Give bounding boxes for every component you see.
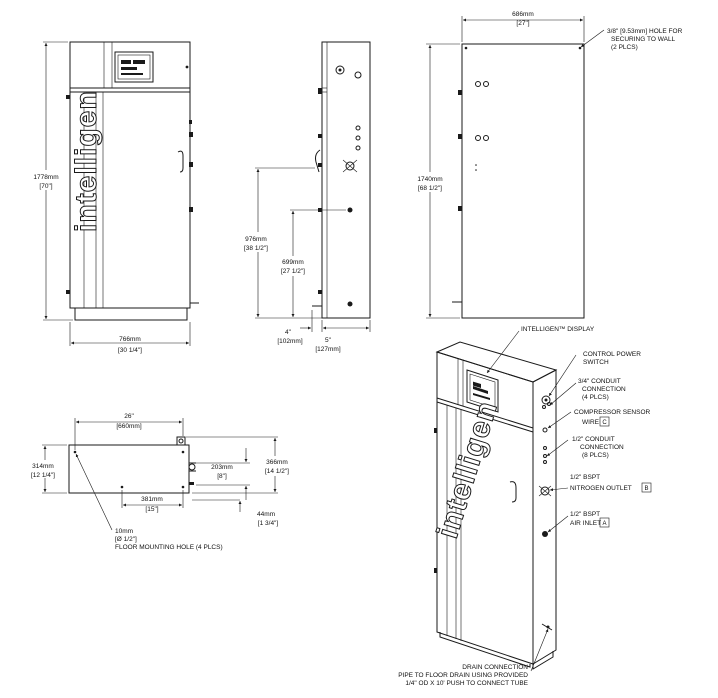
front-width-mm: 766mm	[119, 336, 141, 343]
top-width-mm: [660mm]	[116, 423, 141, 430]
iso-display	[466, 369, 499, 413]
front-cabinet-base	[74, 307, 188, 321]
back-width-mm: 686mm	[512, 11, 534, 18]
side-976-mm: 976mm	[245, 236, 267, 243]
side-depth2-in: 5"	[325, 337, 332, 344]
back-view: 686mm [27"] 1740mm [68 1/2"] 3/8" [9.53m…	[412, 11, 683, 319]
callout-conduit34-3: (4 PLCS)	[582, 394, 609, 401]
back-hole-note-1: 3/8" [9.53mm] HOLE FOR	[607, 28, 683, 35]
iso-view: intelligen INTELLIGEN™ DISPLAY CONTROL P	[398, 326, 652, 687]
tag-a-box	[599, 517, 610, 528]
iso-air-inlet	[542, 531, 548, 537]
callout-sensor-1: COMPRESSOR SENSOR	[574, 409, 651, 416]
tag-c-box	[599, 416, 610, 427]
side-depth1-mm: [102mm]	[277, 338, 302, 345]
callout-drain-1: DRAIN CONNECTION	[462, 664, 528, 671]
front-logo: intelligen	[70, 90, 103, 232]
iso-side-face	[532, 369, 557, 665]
back-height-mm: 1740mm	[417, 176, 442, 183]
top-366-in: [14 1/2"]	[265, 468, 289, 475]
back-height-in: [68 1/2"]	[418, 185, 442, 192]
top-366-mm: 366mm	[266, 459, 288, 466]
top-fitting	[188, 463, 196, 471]
side-699-mm: 699mm	[282, 259, 304, 266]
top-width-in: 26"	[124, 413, 134, 420]
callout-nitrogen-2: NITROGEN OUTLET	[570, 485, 632, 492]
top-203-mm: 203mm	[211, 464, 233, 471]
top-44-mm: 44mm	[257, 511, 275, 518]
side-view: 976mm [38 1/2"] 699mm [27 1/2"] 4" [102m…	[238, 41, 371, 353]
front-view: intelligen 1778mm [70"] 766mm [30 1/4"]	[30, 41, 199, 354]
iso-logo: intelligen	[431, 397, 504, 542]
iso-nitrogen-outlet	[540, 486, 550, 496]
top-hole-in: [Ø 1/2"]	[115, 536, 137, 543]
front-height-in: [70"]	[39, 183, 52, 190]
front-handle	[177, 150, 184, 173]
side-976-in: [38 1/2"]	[244, 245, 268, 252]
top-381-in: [15"]	[145, 506, 158, 513]
side-cabinet-outline	[321, 41, 371, 319]
back-cabinet-outline	[461, 43, 585, 319]
top-cabinet-outline	[68, 444, 190, 494]
back-width-in: [27"]	[516, 20, 529, 27]
callout-conduit12-1: 1/2" CONDUIT	[572, 436, 615, 443]
back-wall-hole-left	[464, 46, 468, 50]
tag-c: C	[602, 420, 607, 426]
top-203-in: [8"]	[217, 473, 227, 480]
callout-air-2: AIR INLET	[570, 520, 601, 527]
front-width-in: [30 1/4"]	[118, 347, 142, 354]
side-depth2-mm: [127mm]	[315, 346, 340, 353]
callout-drain-3: 1/4" OD X 10' PUSH TO CONNECT TUBE	[405, 680, 528, 687]
side-699-in: [27 1/2"]	[281, 268, 305, 275]
back-wall-hole-right	[578, 46, 582, 50]
iso-power-switch	[541, 395, 551, 405]
front-height-mm: 1778mm	[33, 174, 58, 181]
iso-sensor-wire	[542, 427, 548, 433]
callout-power-2: SWITCH	[583, 359, 609, 366]
top-view: 26" [660mm] 314mm [12 1/4"] 203mm [8"] 3…	[28, 413, 296, 551]
callout-nitrogen-1: 1/2" BSPT	[570, 474, 600, 481]
iso-handle	[509, 481, 517, 503]
top-depth-mm: 314mm	[32, 463, 54, 470]
callout-display: INTELLIGEN™ DISPLAY	[521, 326, 595, 333]
back-hole-note-3: (2 PLCS)	[611, 44, 638, 51]
side-air-inlet	[347, 207, 353, 213]
callout-conduit34-1: 3/4" CONDUIT	[578, 378, 621, 385]
callout-sensor-2: WIRE	[582, 419, 600, 426]
callout-drain-2: PIPE TO FLOOR DRAIN USING PROVIDED	[398, 672, 528, 679]
top-depth-in: [12 1/4"]	[31, 472, 55, 479]
callout-power-1: CONTROL POWER	[583, 351, 641, 358]
tag-b-box	[641, 482, 652, 493]
side-depth1-in: 4"	[285, 329, 292, 336]
top-hole-mm: 10mm	[115, 528, 133, 535]
callout-conduit12-2: CONNECTION	[580, 444, 624, 451]
callout-air-1: 1/2" BSPT	[570, 511, 600, 518]
tag-b: B	[644, 486, 648, 492]
side-handle	[315, 149, 321, 173]
iso-top-face	[435, 341, 558, 383]
top-44-in: [1 3/4"]	[258, 520, 279, 527]
back-hole-note-2: SECURING TO WALL	[611, 36, 676, 43]
top-381-mm: 381mm	[141, 496, 163, 503]
side-drain	[347, 301, 353, 307]
front-display	[114, 51, 154, 83]
side-nitrogen-outlet	[345, 161, 355, 171]
callout-conduit34-2: CONNECTION	[582, 386, 626, 393]
side-power-switch	[335, 65, 345, 75]
callout-conduit12-3: (8 PLCS)	[582, 452, 609, 459]
tag-a: A	[602, 521, 606, 527]
top-hole-note: FLOOR MOUNTING HOLE (4 PLCS)	[115, 544, 223, 551]
